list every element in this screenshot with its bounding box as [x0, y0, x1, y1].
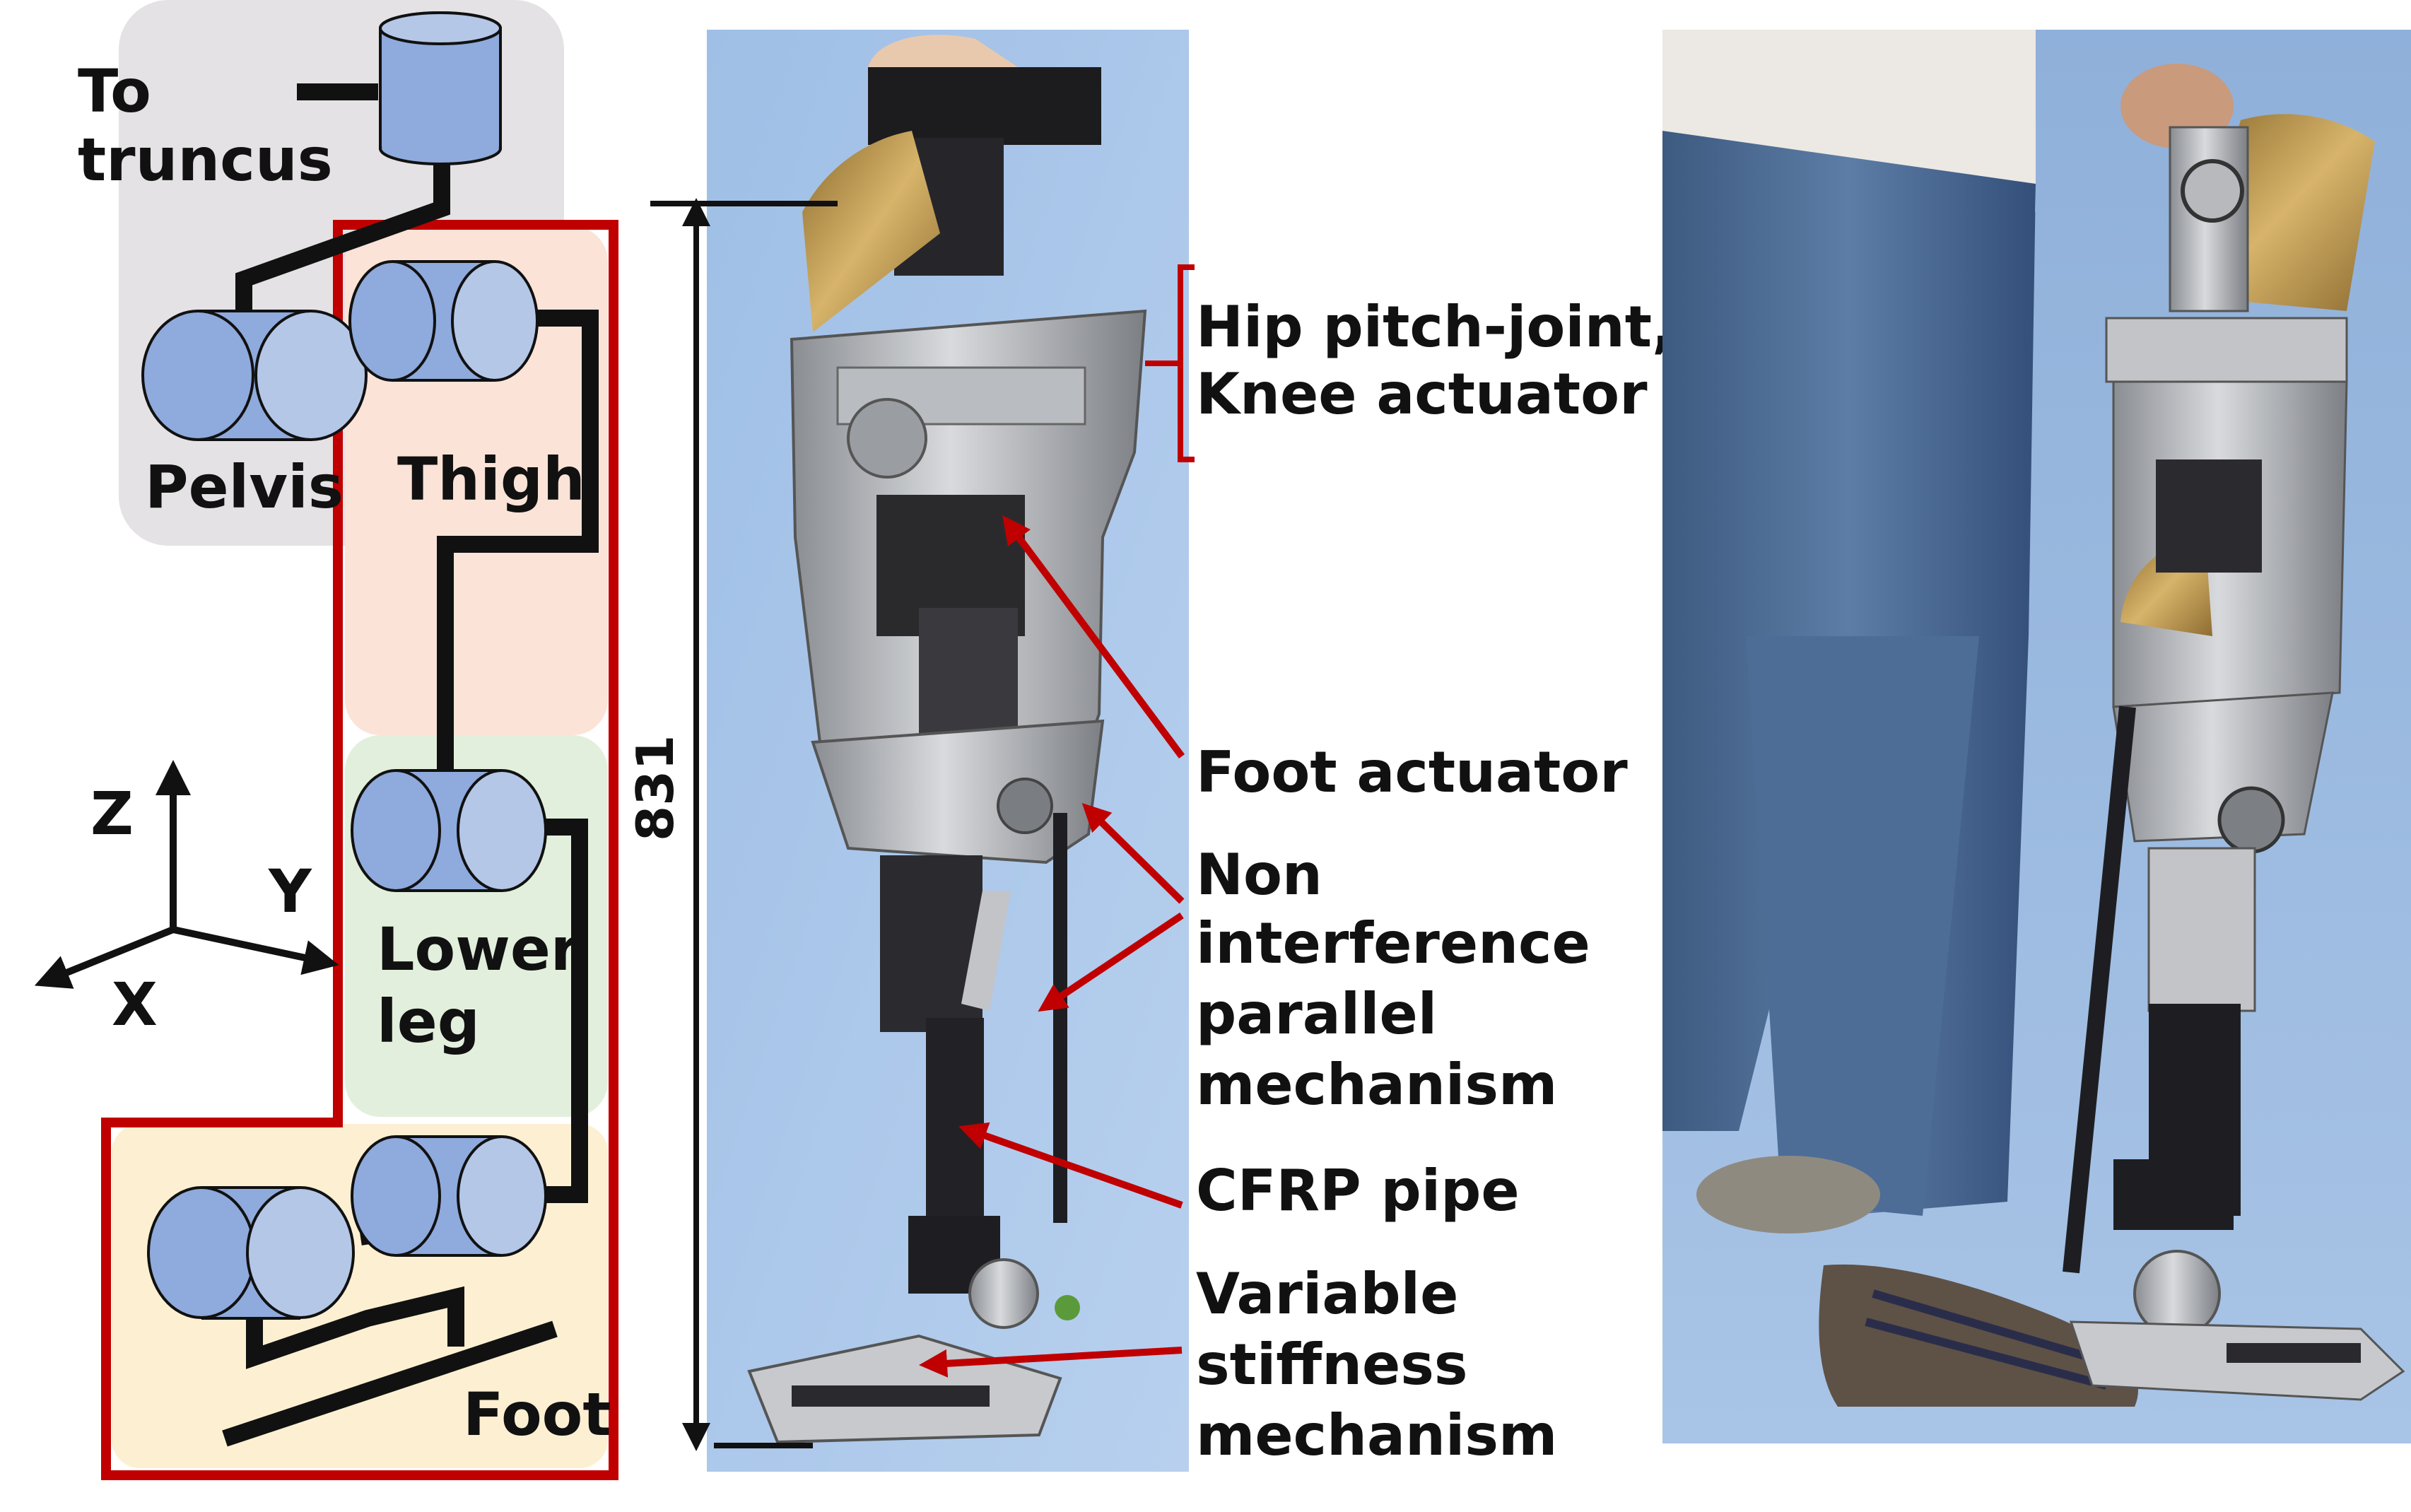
to-truncus-label-line1: To — [78, 57, 151, 126]
pelvis-link — [235, 145, 450, 332]
hip-knee-bracket — [1145, 264, 1195, 462]
axis-x-label: X — [112, 970, 158, 1039]
robot-leg-photo: 831 Hip pitch-joint, Knee actuator Foot … — [626, 30, 1673, 1472]
hip-joint — [348, 260, 539, 382]
shin-link — [523, 819, 588, 1203]
lower-leg-label-line2: leg — [377, 987, 480, 1056]
ankle-joint — [351, 1135, 547, 1257]
height-dimension — [650, 198, 838, 1451]
axis-z-label: Z — [90, 779, 134, 848]
thigh-knee-link — [437, 310, 599, 785]
annotation-stiffness-line2: stiffness — [1196, 1332, 1468, 1397]
lower-leg-label-line1: Lower — [377, 915, 580, 984]
annotation-cfrp-pipe: CFRP pipe — [1196, 1158, 1520, 1224]
foot-roll-joint — [147, 1186, 355, 1320]
thigh-label: Thigh — [397, 445, 585, 514]
foot-link — [246, 1279, 464, 1369]
annotation-hip-knee-line2: Knee actuator — [1196, 361, 1648, 427]
coordinate-axes — [34, 760, 339, 989]
annotation-parallel-line3: parallel — [1196, 981, 1437, 1047]
height-dimension-label: 831 — [626, 735, 685, 841]
annotation-hip-knee-line1: Hip pitch-joint, — [1196, 294, 1673, 360]
foot-label: Foot — [463, 1380, 611, 1449]
truncus-cylinder — [379, 11, 502, 165]
leg-outline — [101, 220, 618, 1480]
knee-joint — [351, 769, 547, 892]
to-truncus-label-line2: truncus — [78, 125, 333, 194]
annotation-arrows — [919, 515, 1185, 1378]
human-with-leg-photo — [1662, 30, 2411, 1443]
pelvis-label: Pelvis — [145, 452, 344, 522]
kinematic-schematic: To truncus Pelvis Thigh Lower leg Foot Z… — [34, 0, 618, 1480]
pelvis-joint — [141, 310, 368, 441]
foot-sole — [222, 1320, 558, 1447]
cfrp-pipe-shape — [926, 1018, 984, 1223]
annotation-foot-actuator: Foot actuator — [1196, 739, 1628, 805]
annotation-parallel-line2: interference — [1196, 910, 1590, 976]
annotation-stiffness-line3: mechanism — [1196, 1402, 1557, 1468]
axis-y-label: Y — [268, 857, 312, 926]
annotation-stiffness-line1: Variable — [1196, 1261, 1458, 1327]
annotation-parallel-line1: Non — [1196, 842, 1322, 908]
annotation-parallel-line4: mechanism — [1196, 1052, 1557, 1118]
